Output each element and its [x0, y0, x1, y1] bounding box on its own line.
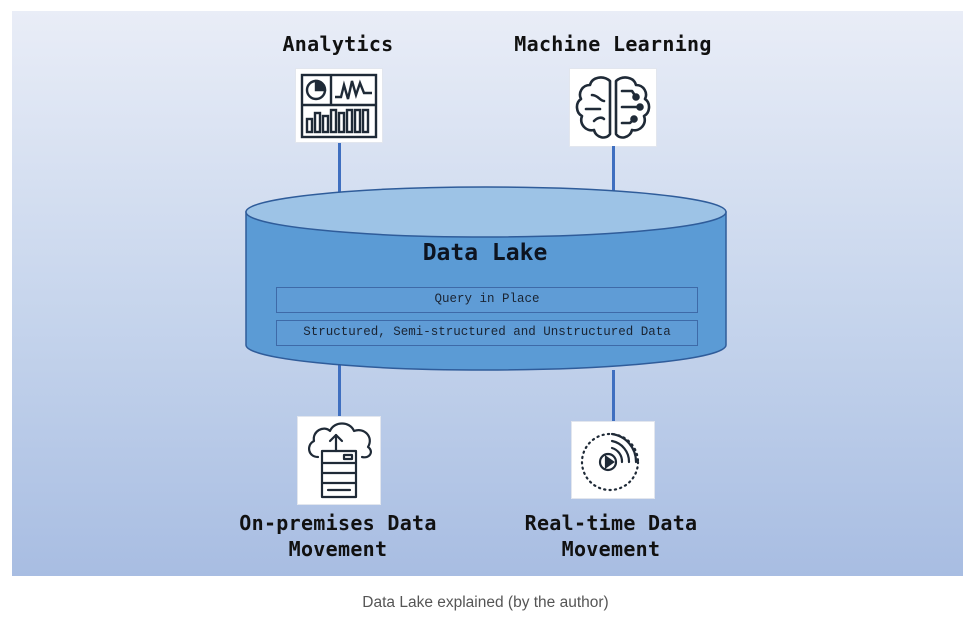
real-time-label-line1: Real-time Data	[524, 511, 698, 535]
connector-machine-learning	[612, 146, 615, 194]
cloud-upload-server-icon	[298, 417, 380, 504]
figure-caption: Data Lake explained (by the author)	[362, 594, 609, 611]
real-time-label-line2: Movement	[561, 537, 661, 561]
query-in-place-layer: Query in Place	[276, 287, 698, 313]
data-lake-cylinder	[245, 186, 727, 371]
analytics-dashboard-icon	[296, 69, 382, 142]
on-premises-label: On-premises Data Movement	[222, 510, 454, 562]
data-lake-title: Data Lake	[422, 240, 548, 266]
connector-on-premises	[338, 364, 341, 416]
streaming-play-icon	[572, 422, 654, 498]
on-premises-label-line1: On-premises Data	[239, 511, 437, 535]
analytics-label: Analytics	[282, 32, 394, 56]
machine-learning-label: Machine Learning	[514, 32, 712, 56]
real-time-label: Real-time Data Movement	[505, 510, 717, 562]
brain-circuit-icon	[570, 69, 656, 146]
connector-real-time	[612, 370, 615, 422]
data-types-layer: Structured, Semi-structured and Unstruct…	[276, 320, 698, 346]
on-premises-label-line2: Movement	[288, 537, 388, 561]
connector-analytics	[338, 143, 341, 193]
